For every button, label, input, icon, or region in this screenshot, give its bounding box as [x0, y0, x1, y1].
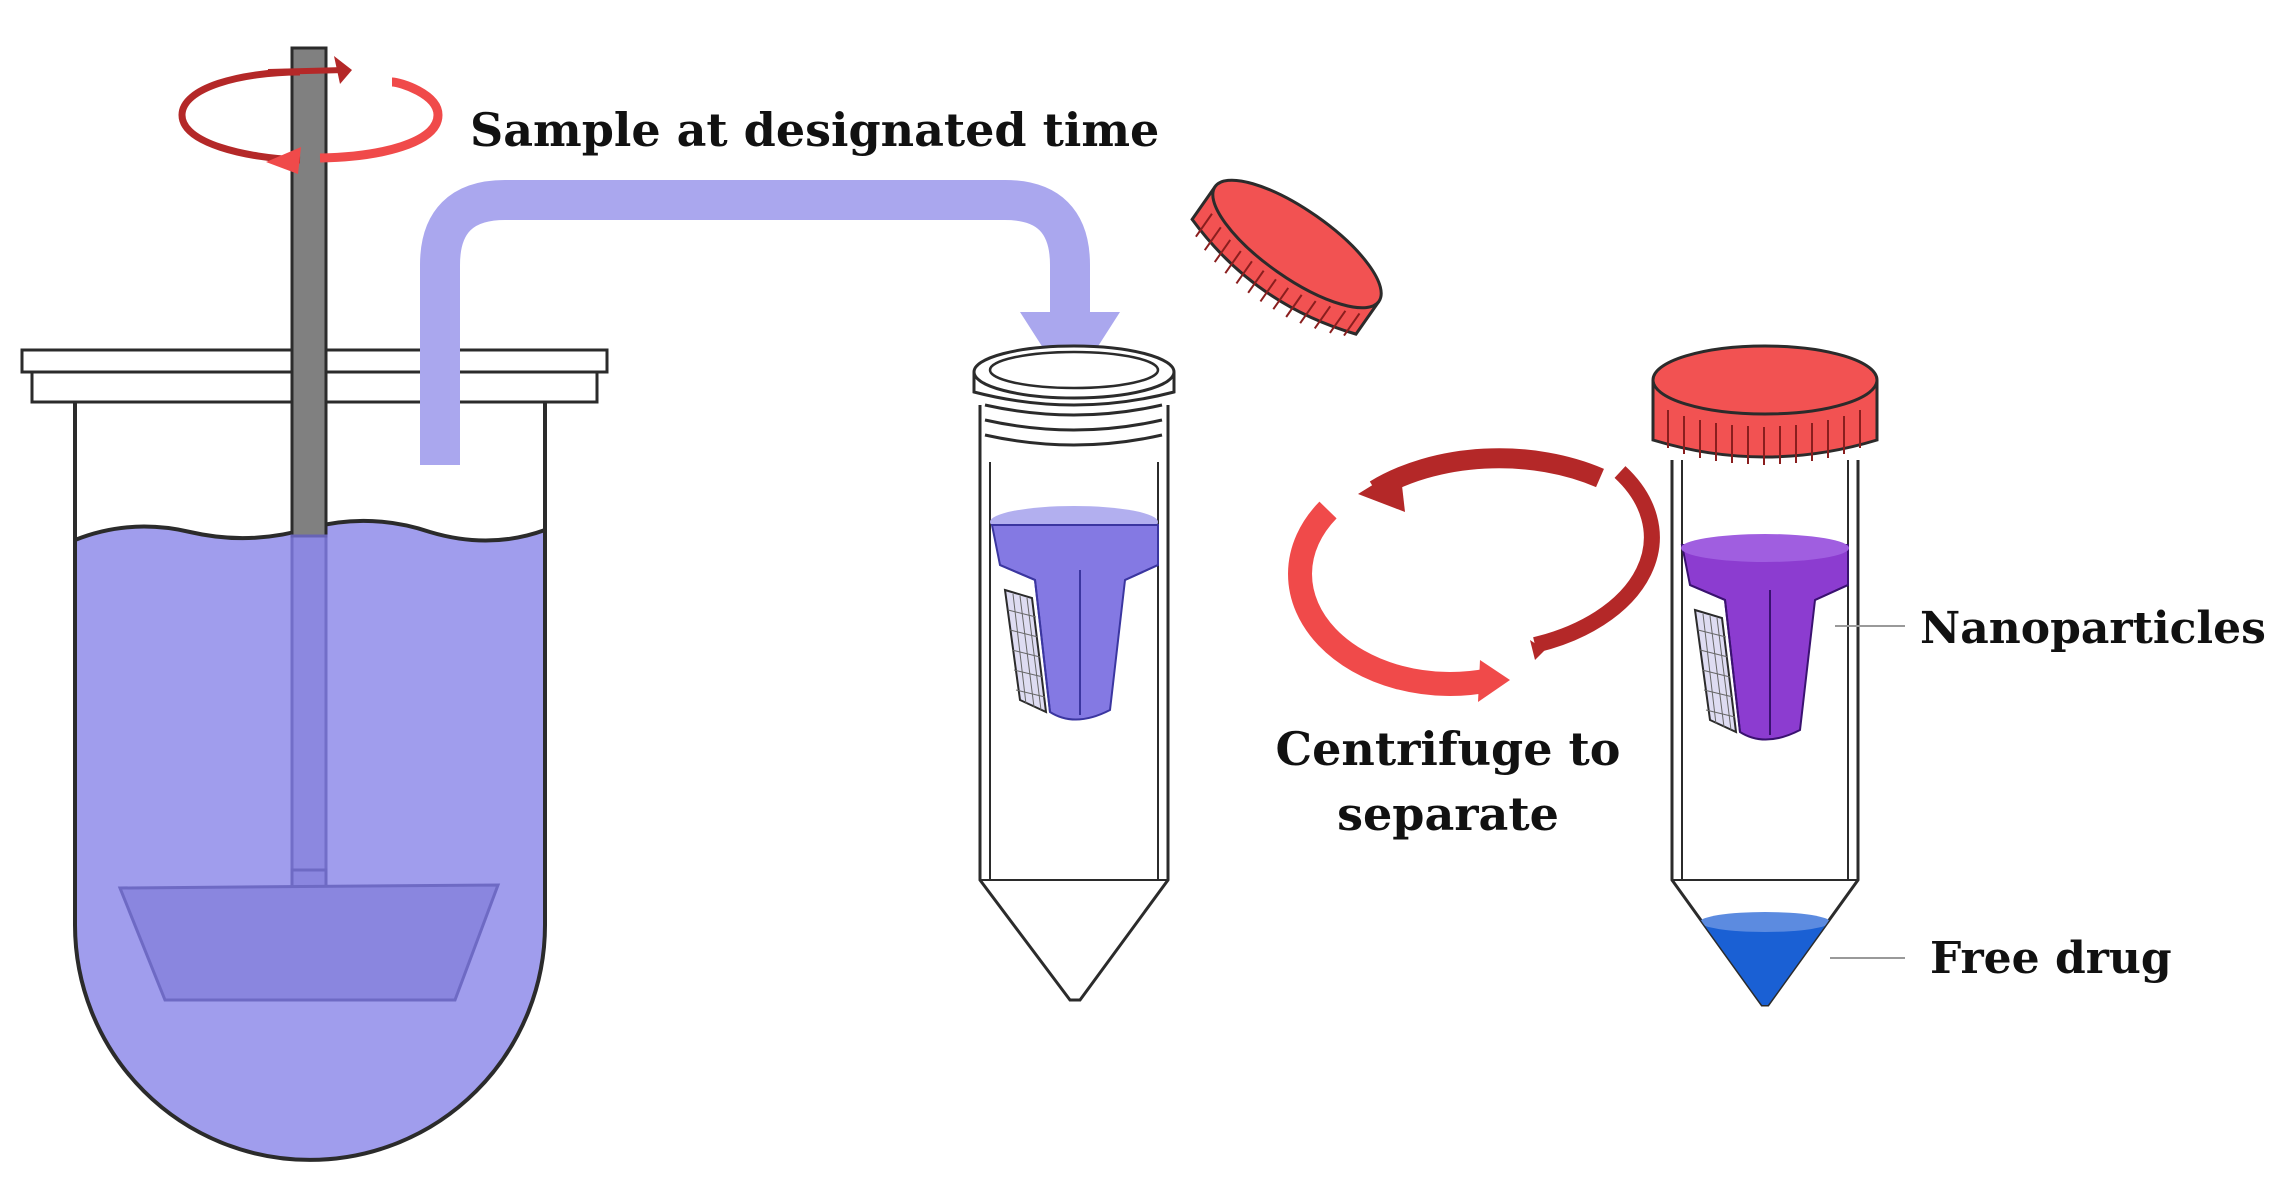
- vessel-outline: [73, 395, 547, 1162]
- centrifuge-tube-open: [972, 344, 1176, 1002]
- stirrer-rotation-arrow-icon: [178, 56, 443, 174]
- tube-cap-icon: [1190, 178, 1383, 337]
- sample-label: Sample at designated time: [470, 103, 1159, 157]
- centrifuge-label-line2: separate: [1337, 787, 1559, 841]
- centrifuge-tube-capped: [1651, 344, 1905, 1007]
- free-drug-label: Free drug: [1930, 933, 2172, 984]
- stirrer-shaft-submerged: [290, 534, 328, 878]
- centrifuge-rotation-arrow-icon: [1288, 448, 1660, 702]
- nanoparticles-label: Nanoparticles: [1920, 603, 2266, 654]
- filter-membrane: [1003, 588, 1048, 714]
- stirrer-shaft: [290, 46, 328, 538]
- filter-membrane-2: [1693, 608, 1738, 734]
- stirred-vessel: [20, 46, 609, 1162]
- stirrer-paddle: [117, 883, 501, 1002]
- free-drug-liquid: [1700, 922, 1830, 1005]
- centrifuge-label-line1: Centrifuge to: [1276, 722, 1621, 776]
